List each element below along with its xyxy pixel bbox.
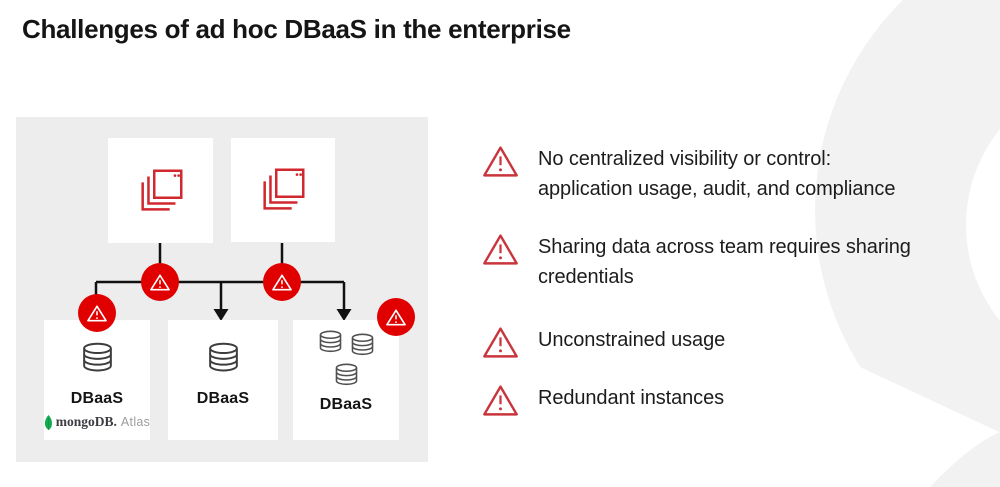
page-title: Challenges of ad hoc DBaaS in the enterp… <box>22 14 571 44</box>
dbaas-box-mongodb: DBaaS mongoDB. Atlas <box>44 320 150 440</box>
dbaas-label: DBaaS <box>70 390 124 407</box>
database-icon <box>319 330 341 353</box>
warning-triangle-icon <box>483 234 518 265</box>
arrowhead-icon <box>213 309 229 321</box>
dbaas-label: DBaaS <box>196 390 250 407</box>
database-icon <box>335 363 357 386</box>
mongodb-wordmark: mongoDB. <box>55 414 117 429</box>
database-icon <box>82 342 112 372</box>
diagram-panel: DBaaS mongoDB. Atlas DBaaS <box>16 117 428 462</box>
warning-triangle-icon <box>272 273 292 291</box>
warning-triangle-icon <box>386 308 406 326</box>
challenge-text: Redundant instances <box>538 387 725 409</box>
warning-triangle-icon <box>483 385 518 416</box>
dbaas-box-cluster: DBaaS <box>293 320 399 440</box>
warning-badge <box>377 298 415 336</box>
warning-badge <box>263 263 301 301</box>
application-box-2 <box>231 138 335 242</box>
application-box-1 <box>108 138 213 243</box>
dbaas-label: DBaaS <box>319 396 373 413</box>
challenge-item: Redundant instances <box>482 383 724 417</box>
warning-triangle-icon <box>150 273 170 291</box>
warning-triangle-icon <box>483 146 518 177</box>
arrowhead-icon <box>336 309 352 321</box>
database-icon <box>208 342 238 372</box>
challenge-text: Unconstrained usage <box>538 329 726 351</box>
challenge-item: Unconstrained usage <box>482 325 725 359</box>
watermark-logo <box>760 0 1000 487</box>
dbaas-box-2: DBaaS <box>168 320 278 440</box>
atlas-wordmark: Atlas <box>120 415 151 429</box>
warning-badge <box>141 263 179 301</box>
mongodb-leaf-icon <box>44 414 52 430</box>
warning-triangle-icon <box>87 304 107 322</box>
database-icon <box>351 333 373 356</box>
warning-badge <box>78 294 116 332</box>
application-stack-icon <box>263 168 305 210</box>
application-stack-icon <box>140 168 183 211</box>
warning-triangle-icon <box>483 327 518 358</box>
database-cluster-icon <box>318 330 375 390</box>
mongodb-atlas-logo: mongoDB. Atlas <box>44 414 150 430</box>
